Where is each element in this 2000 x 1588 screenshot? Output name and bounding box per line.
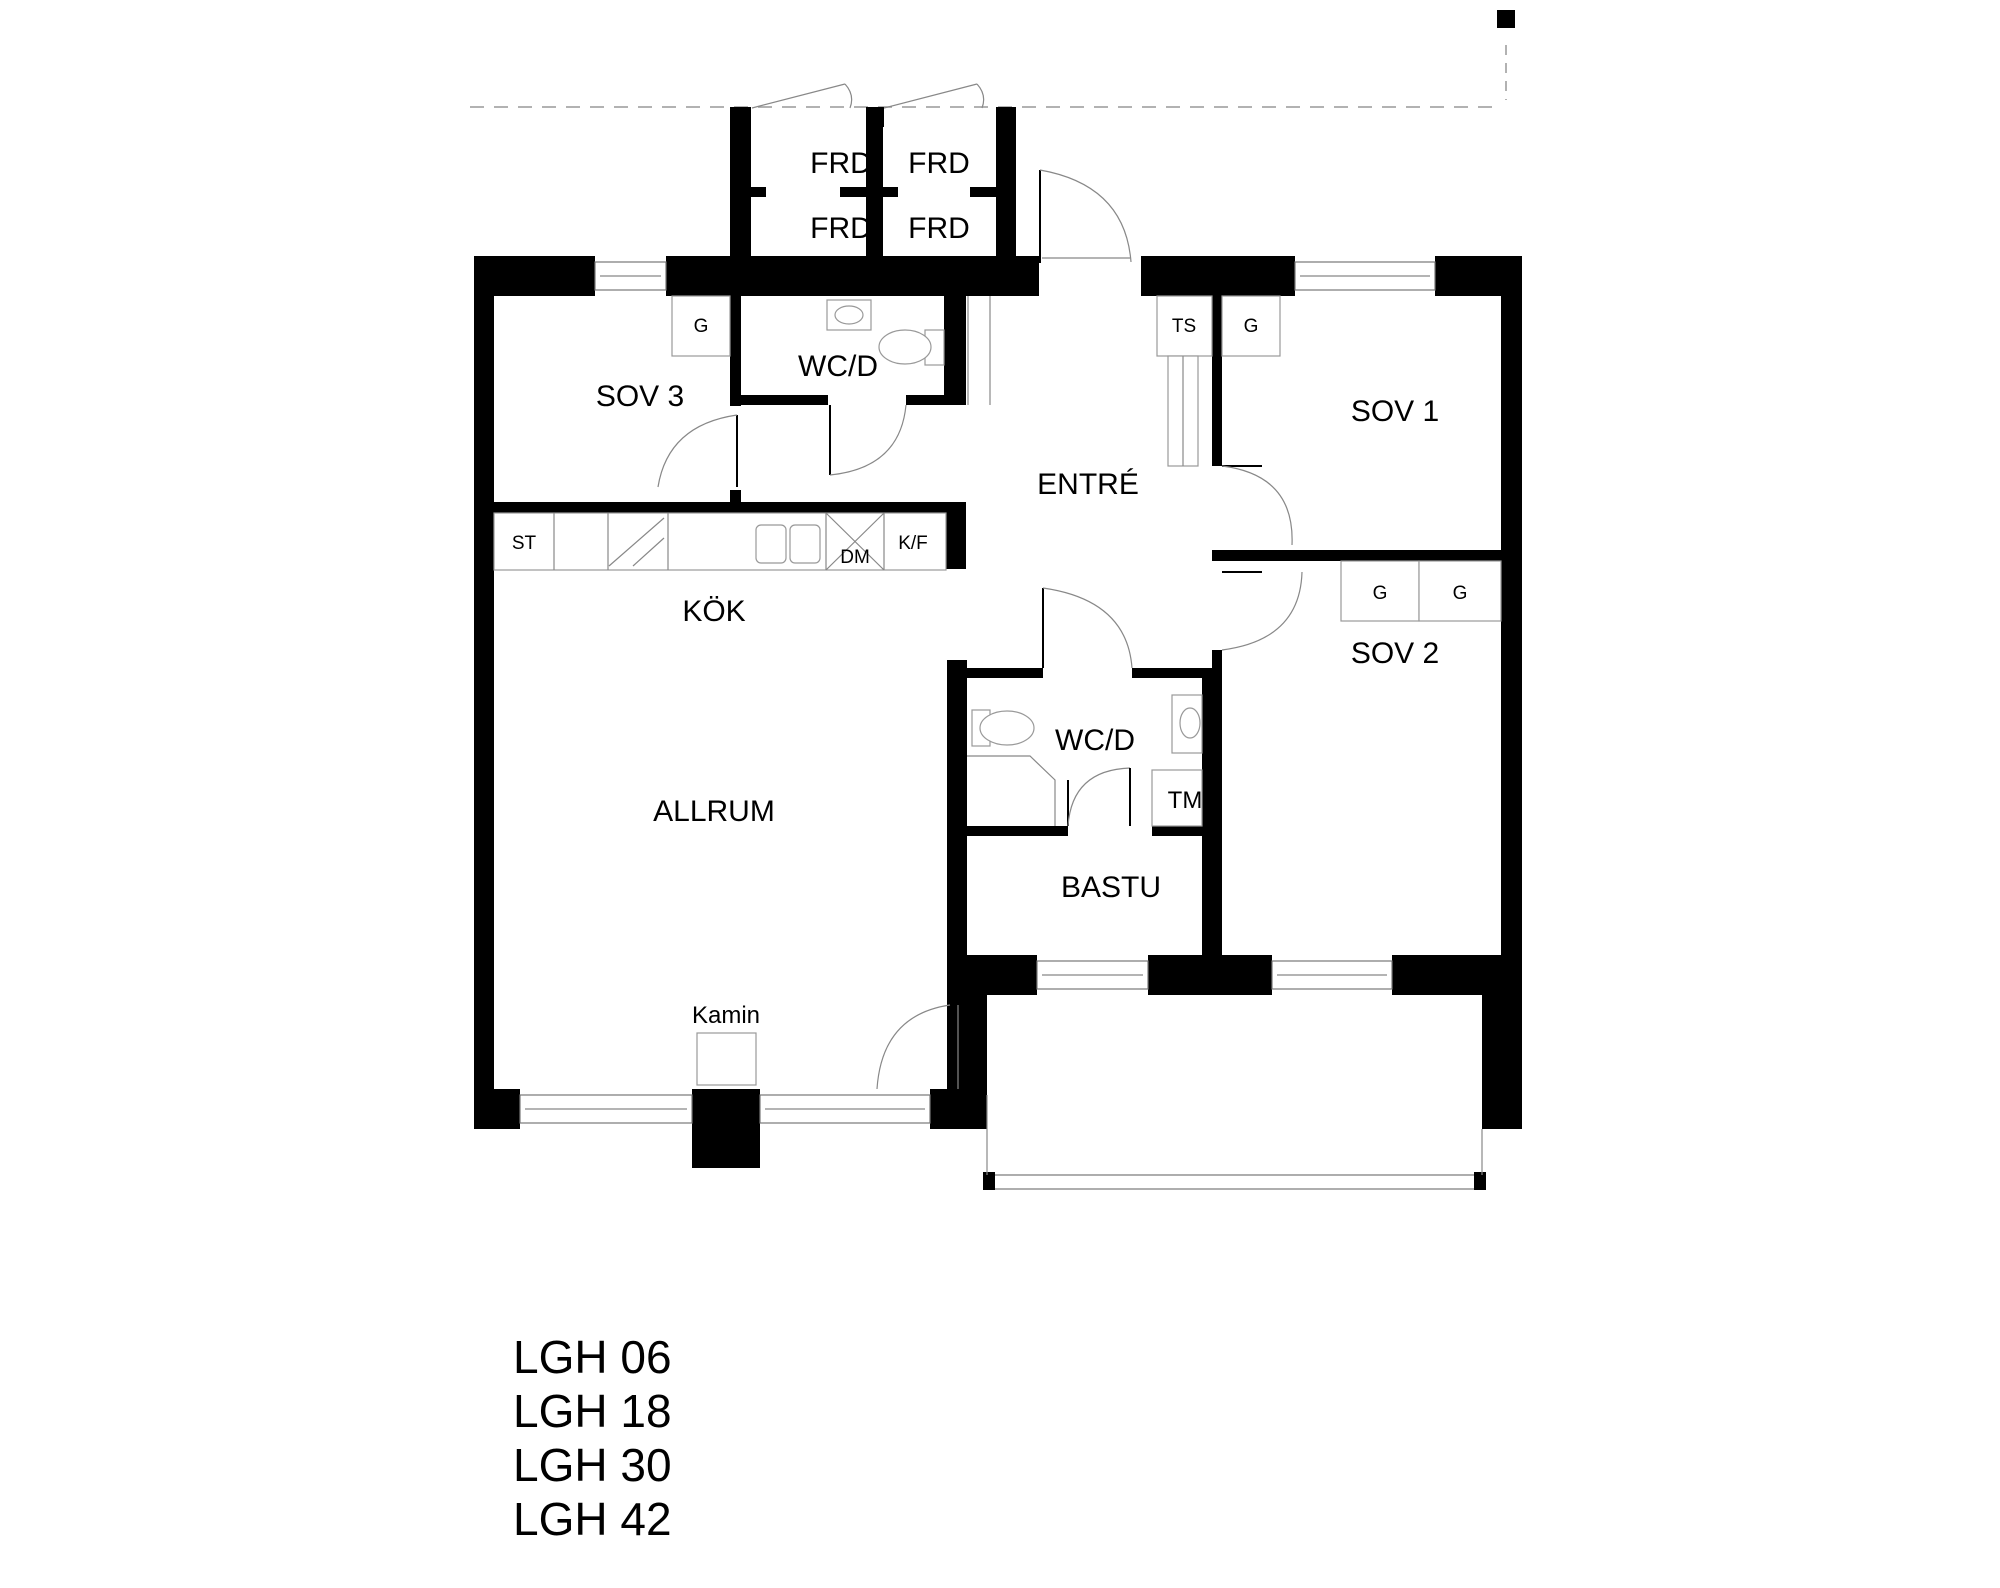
apartment-list: LGH 06 LGH 18 LGH 30 LGH 42 [513,1330,672,1546]
room-labels: FRD FRD FRD FRD SOV 3 WC/D ENTRÉ SOV 1 K… [596,147,1439,904]
room-label-bastu: BASTU [1061,871,1161,904]
fixture-labels: G TS G ST DM K/F G G TM Kamin [512,316,1468,1029]
room-label-sov3: SOV 3 [596,380,684,413]
washing-machine [1151,769,1203,827]
kitchen-counter [493,512,947,571]
label-kf: K/F [898,533,928,554]
room-label-wcd-bottom: WC/D [1055,724,1135,757]
doors [657,169,1303,1090]
label-g-sov2-b: G [1453,583,1468,604]
label-st: ST [512,533,537,554]
room-label-kok: KÖK [682,595,745,628]
drying-cabinet [1156,295,1213,357]
wardrobe-sov2-a [1340,560,1420,622]
label-g-sov3: G [694,316,709,337]
exterior-walls [474,256,1522,1168]
label-g-sov1: G [1244,316,1259,337]
storage-label-1: FRD [810,147,872,180]
label-tm: TM [1168,787,1203,814]
apartment-id: LGH 42 [513,1493,672,1545]
storage-label-3: FRD [810,212,872,245]
wardrobe-sov1 [1221,295,1281,357]
sink-bowl-1 [755,524,787,564]
fireplace-icon [696,1032,757,1086]
apartment-id: LGH 18 [513,1385,672,1437]
apartment-id: LGH 30 [513,1439,672,1491]
balcony [983,1095,1486,1190]
room-label-wcd-top: WC/D [798,350,878,383]
sink-icon [826,299,872,331]
room-label-entre: ENTRÉ [1037,468,1139,501]
wardrobe-sov2-b [1418,560,1502,622]
label-g-sov2-a: G [1373,583,1388,604]
wardrobe-sov3 [671,295,731,357]
storage-label-4: FRD [908,212,970,245]
label-dm: DM [840,547,870,568]
sink-bowl-2 [789,524,821,564]
windows [519,261,1436,1124]
north-marker [1497,10,1515,28]
label-kamin: Kamin [692,1002,760,1029]
label-ts: TS [1172,316,1196,337]
fixtures [493,295,1502,1086]
apartment-id: LGH 06 [513,1331,672,1383]
room-label-sov1: SOV 1 [1351,395,1439,428]
interior-walls [494,255,1502,995]
room-label-sov2: SOV 2 [1351,637,1439,670]
room-label-allrum: ALLRUM [653,795,775,828]
storage-label-2: FRD [908,147,970,180]
storage-block [730,83,1016,257]
